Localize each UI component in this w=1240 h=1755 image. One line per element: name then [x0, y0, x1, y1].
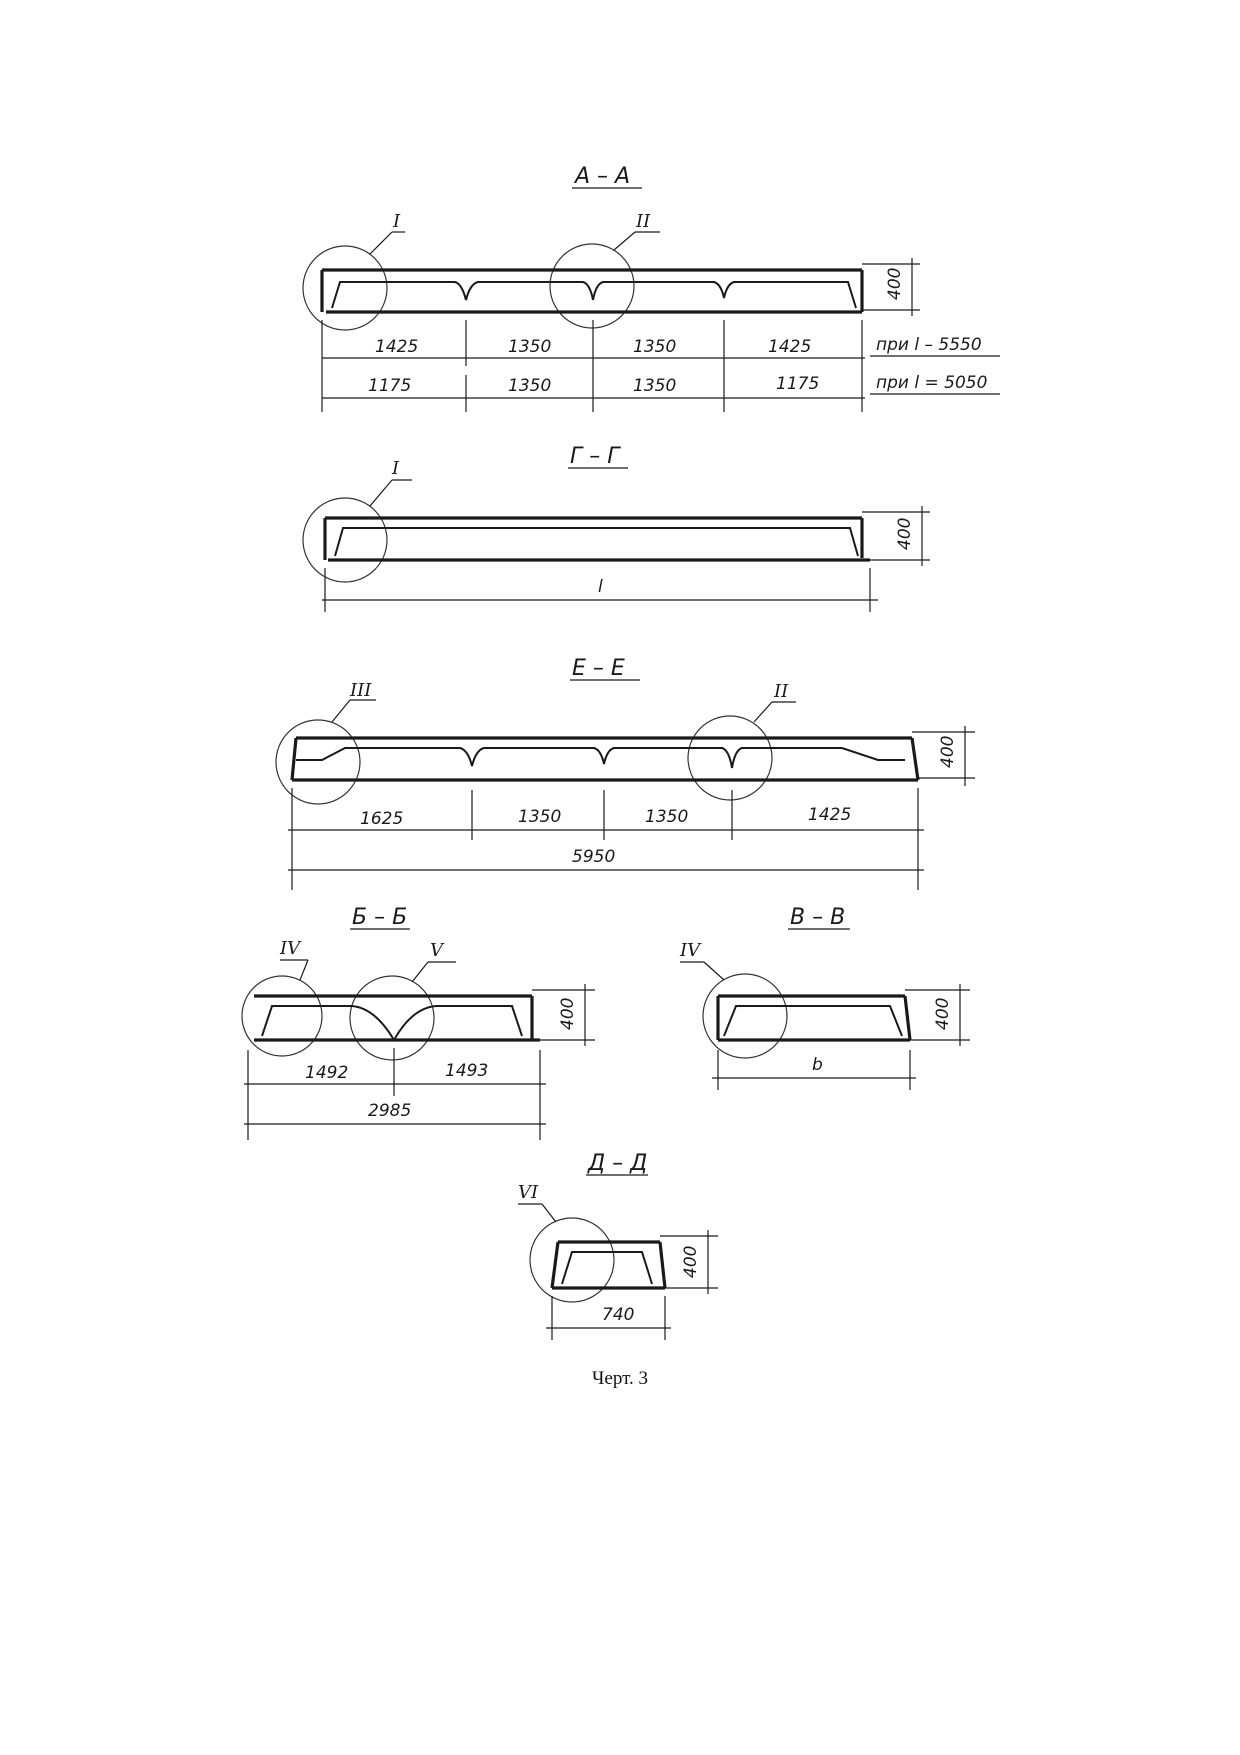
section-gg-title: Г – Г — [570, 444, 621, 469]
dim-ee-3: 1350 — [645, 807, 688, 827]
dim-bb-2: 1493 — [445, 1061, 488, 1081]
slab-rib-ee — [296, 747, 905, 769]
detail-circle-vv-4 — [702, 973, 788, 1059]
slab-outline-vv — [716, 994, 912, 1042]
callout-aa-2: II — [635, 211, 651, 232]
dim-ee-1: 1625 — [360, 809, 403, 829]
section-ee: Е – Е III II 400 1625 1350 1350 1425 595… — [275, 656, 975, 890]
slab-rib-aa — [331, 281, 857, 309]
callout-ee-2: II — [773, 681, 789, 702]
total-ee: 5950 — [572, 847, 615, 867]
width-dd: 740 — [602, 1305, 634, 1325]
detail-circle-bb-5 — [349, 975, 435, 1061]
slab-outline-gg — [323, 516, 870, 562]
detail-circle-ee-3 — [275, 719, 361, 805]
section-aa: А – А I II 400 1425 1350 1350 1425 при l… — [302, 164, 1000, 412]
dim-aa-1: 1425 — [375, 337, 418, 357]
section-aa-title: А – А — [573, 164, 630, 189]
slab-outline-ee — [290, 736, 920, 782]
section-vv-title: В – В — [790, 905, 845, 930]
total-bb: 2985 — [368, 1101, 411, 1121]
slab-rib-bb — [261, 1005, 523, 1042]
section-vv: В – В IV 400 b — [679, 905, 970, 1090]
detail-circle-gg-1 — [302, 497, 388, 583]
section-dd: Д – Д VI 400 740 — [518, 1151, 718, 1340]
detail-circle-1 — [302, 245, 388, 331]
detail-circle-dd-6 — [529, 1217, 615, 1303]
dim-aa-6: 1350 — [508, 376, 551, 396]
height-bb: 400 — [558, 998, 578, 1030]
dim-aa-4: 1425 — [768, 337, 811, 357]
callout-vv-4: IV — [679, 940, 702, 961]
slab-outline-bb — [254, 994, 540, 1042]
callout-gg-1: I — [391, 458, 400, 479]
dim-aa-7: 1350 — [633, 376, 676, 396]
slab-outline-dd — [550, 1240, 667, 1290]
section-bb: Б – Б IV V 400 1492 1493 2985 — [241, 905, 595, 1140]
dim-ee-4: 1425 — [808, 805, 851, 825]
note-aa-2: при l = 5050 — [876, 373, 987, 393]
dim-aa-3: 1350 — [633, 337, 676, 357]
slab-rib-gg — [334, 527, 859, 557]
figure-caption: Черт. 3 — [592, 1368, 648, 1389]
slab-rib-dd — [561, 1251, 653, 1285]
height-aa: 400 — [885, 268, 905, 300]
height-ee: 400 — [938, 736, 958, 768]
callout-bb-5: V — [430, 940, 445, 961]
callout-bb-4: IV — [279, 938, 302, 959]
height-dd: 400 — [681, 1246, 701, 1278]
callout-ee-3: III — [349, 680, 372, 701]
section-ee-title: Е – Е — [572, 656, 625, 681]
slab-outline-aa — [320, 268, 864, 314]
dim-aa-8: 1175 — [776, 374, 819, 394]
width-vv: b — [812, 1055, 823, 1075]
section-gg: Г – Г I 400 l — [302, 444, 930, 612]
callout-dd-6: VI — [518, 1182, 539, 1203]
section-bb-title: Б – Б — [352, 905, 407, 930]
note-aa-1: при l – 5550 — [876, 335, 982, 355]
slab-rib-vv — [723, 1005, 903, 1037]
span-gg: l — [598, 577, 603, 597]
height-gg: 400 — [895, 518, 915, 550]
section-dd-title: Д – Д — [587, 1151, 647, 1176]
dim-ee-2: 1350 — [518, 807, 561, 827]
dim-aa-2: 1350 — [508, 337, 551, 357]
dim-bb-1: 1492 — [305, 1063, 348, 1083]
height-vv: 400 — [933, 998, 953, 1030]
dim-aa-5: 1175 — [368, 376, 411, 396]
detail-circle-ee-2 — [687, 715, 773, 801]
detail-circle-2 — [549, 243, 635, 329]
callout-aa-1: I — [392, 211, 401, 232]
detail-circle-bb-4 — [241, 975, 323, 1057]
